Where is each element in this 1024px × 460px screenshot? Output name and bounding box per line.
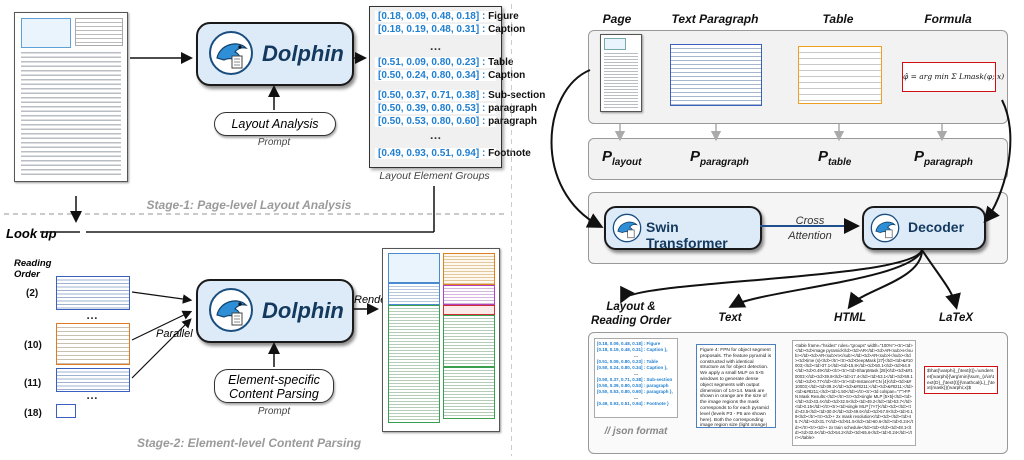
reading-order-label: Reading Order: [14, 258, 52, 280]
input-title-page: Page: [602, 12, 632, 26]
element-crop-table: [56, 323, 130, 365]
left-arrows: [4, 4, 512, 456]
stage1-dolphin-model: Dolphin: [196, 22, 354, 86]
input-paragraph-thumbnail: [670, 44, 762, 106]
stage2-dolphin-model: Dolphin: [196, 279, 354, 343]
layout-line: ...: [634, 371, 638, 376]
reading-order-number: (18): [24, 408, 42, 419]
text-output-box: Figure 4: FPN for object segment proposa…: [696, 344, 776, 428]
content-parsing-prompt: Element-specific Content Parsing: [214, 369, 334, 403]
cross-attention-label: Cross Attention: [788, 215, 832, 242]
dolphin-logo-icon: [209, 31, 253, 75]
input-title-table: Table: [822, 12, 854, 26]
prompt-paragraph-formula: Pparagraph: [914, 148, 973, 168]
stage2-dolphin-label: Dolphin: [262, 298, 344, 323]
group-row: [0.51, 0.09, 0.80, 0.23] : Table: [375, 57, 513, 68]
group-row: [0.50, 0.37, 0.71, 0.38] : Sub-section: [375, 90, 545, 101]
stage2-caption: Stage-2: Element-level Content Parsing: [136, 436, 362, 450]
group-row: [0.18, 0.09, 0.48, 0.18] : Figure: [375, 11, 519, 22]
layout-line: [0.18, 0.09, 0.48, 0.18] : Figure: [597, 341, 661, 346]
group-row: [0.50, 0.24, 0.80, 0.34] : Caption: [375, 70, 525, 81]
element-crop-paragraph: [56, 368, 130, 392]
layout-line: [0.50, 0.24, 0.80, 0.34] : Caption },: [597, 365, 668, 370]
rendered-output-page: [382, 248, 500, 432]
parallel-label: Parallel: [156, 328, 193, 340]
swin-transformer-label: Swin Transformer: [646, 219, 728, 251]
layout-line: [0.50, 0.53, 0.80, 0.60] : paragraph },: [597, 389, 673, 394]
layout-element-groups: [0.18, 0.09, 0.48, 0.18] : Figure [0.18,…: [369, 6, 545, 168]
stage2-prompt-label: Prompt: [257, 406, 291, 417]
group-row: [0.50, 0.39, 0.80, 0.53] : paragraph: [375, 103, 537, 114]
row-ellipsis: …: [86, 388, 98, 402]
lookup-label: Look up: [6, 226, 57, 241]
prompt-panel: [588, 138, 1008, 180]
reading-order-number: (2): [26, 288, 39, 299]
group-ellipsis: …: [429, 39, 442, 53]
dolphin-logo-icon: [612, 213, 642, 243]
render-label: Render: [354, 294, 391, 306]
json-format-label: // json format: [604, 426, 668, 437]
decoder-label: Decoder: [908, 219, 965, 235]
layout-line: [0.49, 0.93, 0.51, 0.94] : Footnote }: [597, 401, 669, 406]
stage1-prompt-label: Prompt: [257, 137, 291, 148]
stage1-dolphin-label: Dolphin: [262, 41, 344, 66]
element-crop-caption: [56, 276, 130, 310]
layout-line: [0.50, 0.39, 0.80, 0.53] : paragraph: [597, 383, 669, 388]
right-arrows: [550, 69, 1012, 310]
layout-element-groups-label: Layout Element Groups: [379, 170, 490, 182]
stage1-caption: Stage-1: Page-level Layout Analysis: [146, 198, 352, 212]
prompt-paragraph: Pparagraph: [690, 148, 749, 168]
reading-order-number: (11): [24, 378, 42, 389]
content-parsing-prompt-text: Element-specific Content Parsing: [228, 373, 320, 401]
group-row: [0.18, 0.19, 0.48, 0.31] : Caption: [375, 24, 525, 35]
prompt-layout: Playout: [602, 148, 642, 168]
layout-line: ...: [634, 353, 638, 358]
input-page-thumbnail: [600, 34, 642, 112]
input-formula-thumbnail: φ̂ = arg min Σ Lmask(φ; x): [902, 62, 1004, 92]
dolphin-logo-icon: [209, 288, 253, 332]
group-row: [0.49, 0.93, 0.51, 0.94] : Footnote: [375, 148, 531, 159]
layout-line: [0.50, 0.37, 0.71, 0.38] : Sub-section: [597, 377, 673, 382]
input-title-formula: Formula: [924, 12, 972, 26]
formula-thumbnail-text: φ̂ = arg min Σ Lmask(φ; x): [903, 72, 1005, 81]
layout-line: ...: [634, 395, 638, 400]
html-output-box: <table frame="hsides" rules="groups" wid…: [792, 340, 916, 446]
output-title-latex: LaTeX: [938, 312, 974, 324]
layout-line: [0.18, 0.19, 0.48, 0.31] : Caption },: [597, 347, 668, 352]
output-title-text: Text: [718, 312, 742, 324]
layout-analysis-prompt: Layout Analysis: [214, 112, 336, 136]
dolphin-logo-icon: [870, 213, 900, 243]
row-ellipsis: …: [86, 308, 98, 322]
group-ellipsis: …: [429, 128, 442, 142]
layout-line: [0.51, 0.09, 0.80, 0.23] : Table: [597, 359, 658, 364]
input-title-text-paragraph: Text Paragraph: [671, 12, 759, 26]
decoder: Decoder: [862, 206, 986, 250]
layout-output-box: [0.18, 0.09, 0.48, 0.18] : Figure [0.18,…: [594, 338, 678, 418]
prompt-table: Ptable: [818, 148, 852, 168]
output-title-html: HTML: [834, 312, 866, 324]
reading-order-number: (10): [24, 340, 42, 351]
output-title-layout: Layout & Reading Order: [591, 301, 671, 327]
group-row: [0.50, 0.53, 0.80, 0.60] : paragraph: [375, 116, 537, 127]
swin-transformer-encoder: Swin Transformer: [604, 206, 762, 251]
stage1-document-page: [14, 12, 128, 182]
latex-output-box: $\hat{\varphi}_{\text{t}}=\underset{\var…: [924, 366, 998, 394]
element-crop-footnote: [56, 404, 76, 418]
input-table-thumbnail: [798, 46, 882, 104]
